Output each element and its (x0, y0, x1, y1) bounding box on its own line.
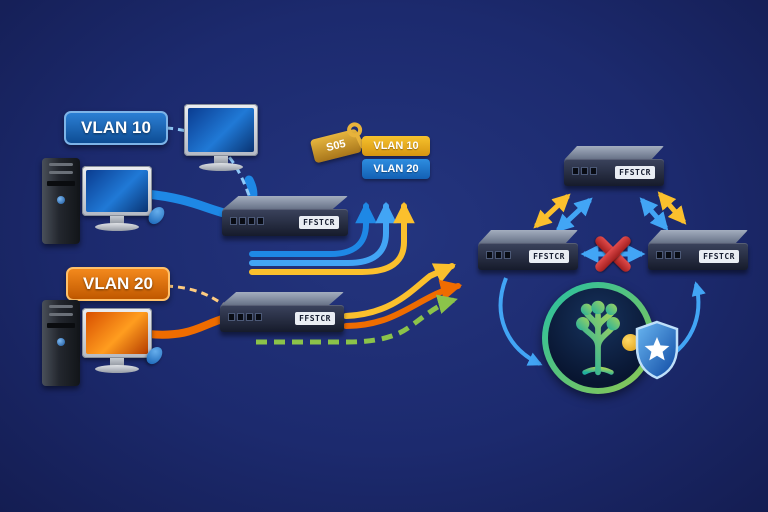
monitor-base (199, 163, 243, 171)
switch-label: FFSTCR (295, 312, 335, 325)
trunk-green-dashed (256, 294, 458, 345)
switch-top-face (564, 146, 664, 160)
switch-front-face: FFSTCR (564, 159, 664, 186)
monitor-base (95, 365, 139, 373)
monitor-base (95, 223, 139, 231)
monitor-frame (82, 308, 152, 358)
monitor-frame (184, 104, 258, 156)
vlan20-badge-label: VLAN 20 (83, 274, 153, 293)
vlan10-badge-label: VLAN 10 (81, 118, 151, 137)
monitor-frame (82, 166, 152, 216)
access-switch-1: FFSTCR (222, 196, 348, 236)
vlan20-badge: VLAN 20 (66, 267, 170, 301)
spanning-tree-icon (576, 300, 620, 376)
vlan20-tag-label: VLAN 20 (373, 163, 419, 175)
switch-ports (231, 218, 263, 224)
monitor-stand (214, 156, 228, 165)
tower-vent (49, 163, 73, 166)
tower-power-button (57, 338, 65, 346)
tower-vent (49, 171, 73, 174)
switch-label: FFSTCR (699, 250, 739, 263)
switch-ports (573, 168, 596, 174)
port (675, 252, 680, 258)
edge-right-yellow (657, 191, 687, 225)
port (591, 168, 596, 174)
pc2-monitor (82, 308, 152, 373)
switch-ports (487, 252, 510, 258)
core-switch-left: FFSTCR (478, 230, 578, 270)
core-switch-top: FFSTCR (564, 146, 664, 186)
tower-vent (49, 313, 73, 316)
edge-right-blue (639, 197, 669, 231)
switch-label: FFSTCR (529, 250, 569, 263)
switch-top-face (478, 230, 578, 244)
curve-left-to-circle (498, 277, 543, 366)
port (229, 314, 234, 320)
switch-front-face: FFSTCR (220, 305, 344, 332)
port (258, 218, 263, 224)
port (487, 252, 492, 258)
vlan10-tag: VLAN 10 (362, 136, 430, 156)
port (249, 218, 254, 224)
access-switch-2: FFSTCR (220, 292, 344, 332)
switch-front-face: FFSTCR (648, 243, 748, 270)
port (582, 168, 587, 174)
monitor-screen-blue (188, 108, 254, 152)
trunk-orange-right (343, 279, 463, 329)
shield-star-icon (635, 320, 679, 380)
switch-top-face (220, 292, 344, 306)
pc1-tower (42, 158, 80, 244)
switch-top-face (648, 230, 748, 244)
switch-front-face: FFSTCR (222, 209, 348, 236)
tower-power-button (57, 196, 65, 204)
port (496, 252, 501, 258)
switch-ports (229, 314, 261, 320)
port (256, 314, 261, 320)
pc1b-monitor (184, 104, 258, 171)
vlan10-tag-label: VLAN 10 (373, 140, 419, 152)
core-switch-right: FFSTCR (648, 230, 748, 270)
monitor-screen-blue (86, 170, 148, 212)
port (240, 218, 245, 224)
monitor-stand (110, 216, 124, 225)
edge-left-yellow (533, 193, 571, 229)
tower-drive-bay (47, 181, 75, 186)
blocked-x-icon (593, 234, 633, 274)
tower-vent (49, 305, 73, 308)
port (238, 314, 243, 320)
port (247, 314, 252, 320)
port (657, 252, 662, 258)
switch-top-face (222, 196, 348, 210)
port (505, 252, 510, 258)
trunk-blue-up-2 (249, 201, 397, 266)
trunk-yellow-up (249, 201, 415, 275)
port (666, 252, 671, 258)
gold-dot (622, 334, 639, 351)
cable-pc2-orange (144, 314, 230, 339)
monitor-stand (110, 358, 124, 367)
monitor-screen-orange (86, 312, 148, 354)
port (573, 168, 578, 174)
switch-ports (657, 252, 680, 258)
pc1-monitor (82, 166, 152, 231)
tower-drive-bay (47, 323, 75, 328)
switch-label: FFSTCR (299, 216, 339, 229)
switch-front-face: FFSTCR (478, 243, 578, 270)
edge-left-blue (555, 197, 593, 233)
trunk-yellow-right (343, 263, 456, 319)
port (231, 218, 236, 224)
vlan10-badge: VLAN 10 (64, 111, 168, 145)
pc2-tower (42, 300, 80, 386)
switch-label: FFSTCR (615, 166, 655, 179)
trunk-blue-up-1 (249, 201, 377, 257)
vlan20-tag: VLAN 20 (362, 159, 430, 179)
